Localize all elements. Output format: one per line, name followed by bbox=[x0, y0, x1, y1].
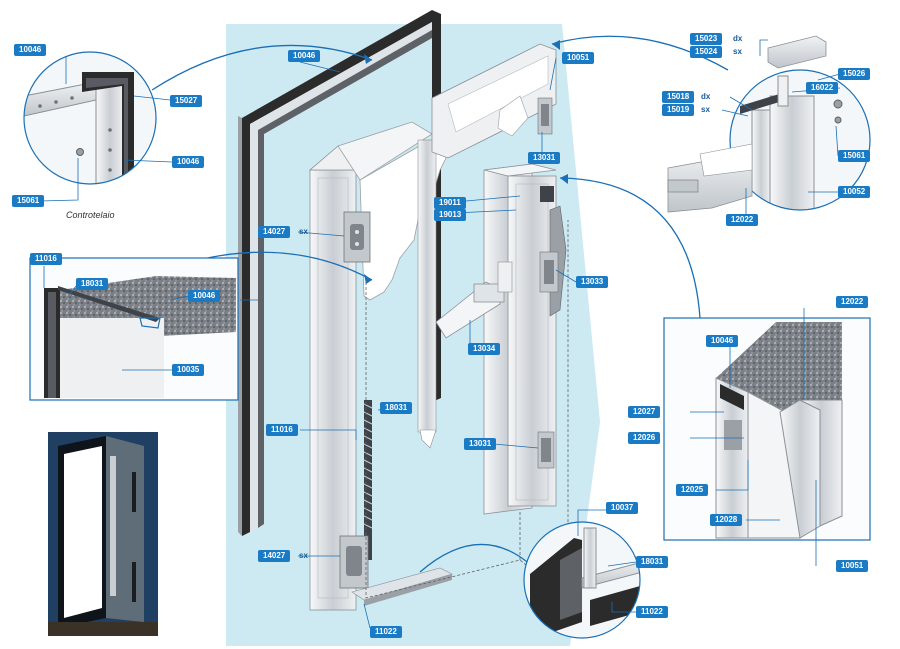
spring-closer bbox=[363, 400, 373, 560]
part-label: 15026 bbox=[838, 68, 871, 80]
detail-bottom-center bbox=[523, 509, 641, 639]
suffix-sx: sx bbox=[733, 47, 742, 56]
part-label: 13031 bbox=[464, 438, 497, 450]
part-label: 12026 bbox=[628, 432, 661, 444]
part-label: 15061 bbox=[12, 195, 45, 207]
lock-handle bbox=[539, 186, 567, 317]
part-label: 11016 bbox=[30, 253, 62, 265]
part-label: 13034 bbox=[468, 343, 501, 355]
hinge-bottom-right bbox=[537, 431, 555, 469]
detail-top-right bbox=[667, 35, 871, 218]
part-label: 11022 bbox=[370, 626, 402, 638]
suffix-dx: dx bbox=[733, 34, 743, 43]
part-label: 11022 bbox=[636, 606, 668, 618]
part-label: 18031 bbox=[76, 278, 109, 290]
part-label: 14027 bbox=[258, 550, 291, 562]
detail-mid-left bbox=[29, 257, 239, 401]
part-label: 10035 bbox=[172, 364, 205, 376]
part-label: 19013 bbox=[434, 209, 467, 221]
connector-arc-bottom bbox=[419, 543, 533, 573]
part-label: 15024 bbox=[690, 46, 723, 58]
part-label: 16022 bbox=[806, 82, 839, 94]
part-label: 11016 bbox=[266, 424, 298, 436]
part-label: 10046 bbox=[172, 156, 205, 168]
part-label: 10037 bbox=[606, 502, 639, 514]
part-label: 14027 bbox=[258, 226, 291, 238]
hinge-bottom-left bbox=[339, 535, 369, 589]
door-photo bbox=[48, 432, 158, 636]
part-label: 15023 bbox=[690, 33, 723, 45]
outer-frame-gasket bbox=[238, 10, 441, 536]
caption-controtelaio: Controtelaio bbox=[66, 210, 115, 220]
part-label: 12028 bbox=[710, 514, 743, 526]
part-label: 10051 bbox=[562, 52, 595, 64]
suffix-dx: dx bbox=[701, 92, 711, 101]
part-label: 15061 bbox=[838, 150, 871, 162]
part-label: 12027 bbox=[628, 406, 661, 418]
suffix-sx: sx bbox=[701, 105, 710, 114]
door-jamb-right bbox=[483, 163, 557, 515]
detail-top-left bbox=[23, 51, 173, 202]
part-label: 13031 bbox=[528, 152, 561, 164]
connector-arc-mid-right bbox=[559, 177, 701, 319]
connector-arc-top-right bbox=[551, 35, 729, 71]
part-label: 10046 bbox=[14, 44, 47, 56]
part-label: 18031 bbox=[380, 402, 413, 414]
part-label: 12022 bbox=[836, 296, 869, 308]
part-label: 15019 bbox=[662, 104, 695, 116]
frame-top-piece bbox=[431, 43, 557, 159]
detail-bottom-right bbox=[663, 308, 871, 566]
part-label: 15018 bbox=[662, 91, 695, 103]
part-label: 10051 bbox=[836, 560, 869, 572]
part-label: 10046 bbox=[188, 290, 221, 302]
part-label: 10052 bbox=[838, 186, 871, 198]
part-label: 15027 bbox=[170, 95, 203, 107]
hinge-top-left bbox=[343, 211, 371, 263]
part-label: 12022 bbox=[726, 214, 759, 226]
support-bracket bbox=[435, 261, 513, 339]
part-label: 19011 bbox=[434, 197, 466, 209]
part-label: 10046 bbox=[706, 335, 739, 347]
leaf-profile-vertical bbox=[417, 139, 437, 449]
suffix-sx: sx bbox=[299, 551, 308, 560]
part-label: 12025 bbox=[676, 484, 709, 496]
part-label: 18031 bbox=[636, 556, 669, 568]
part-label: 13033 bbox=[576, 276, 609, 288]
part-label: 10046 bbox=[288, 50, 321, 62]
connector-arc-top-left bbox=[151, 44, 373, 91]
suffix-sx: sx bbox=[299, 227, 308, 236]
